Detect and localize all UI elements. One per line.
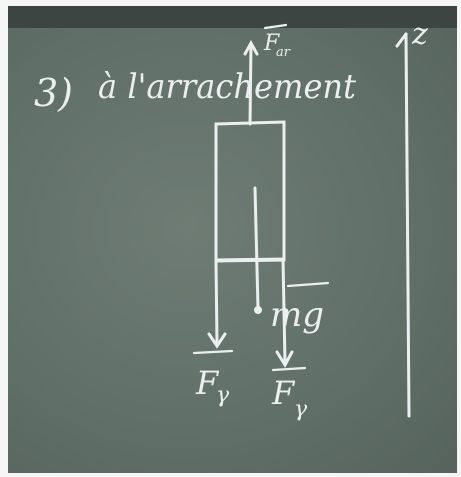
force-gamma-left-shaft	[214, 259, 219, 346]
force-gamma-right-subscript: γ	[294, 397, 308, 422]
center-of-mass-dot	[254, 306, 262, 314]
board-top-edge	[8, 6, 457, 28]
z-axis-line	[404, 32, 411, 418]
z-axis-label: z	[411, 17, 428, 52]
force-gamma-right-arrowhead	[275, 350, 294, 369]
z-axis-arrowhead	[395, 32, 408, 48]
chalkboard-photo: 3) à l'arrachement z F ar mg F γ F γ	[8, 6, 457, 473]
heading-number: 3)	[34, 71, 73, 115]
force-gamma-left-letter: F	[195, 364, 220, 402]
force-gamma-left-subscript: γ	[216, 383, 230, 408]
force-gamma-left-arrowhead	[207, 332, 227, 349]
force-ar-letter: F	[263, 31, 280, 56]
vector-bar-far	[263, 23, 288, 30]
force-gamma-right-letter: F	[271, 374, 296, 412]
force-ar-arrow-shaft	[248, 42, 253, 126]
vector-bar-fgamma-right	[271, 366, 307, 372]
chalkboard-surface	[8, 28, 457, 473]
heading-text: à l'arrachement	[98, 67, 356, 107]
vector-bar-mg	[286, 281, 330, 288]
plate-bottom-line	[214, 257, 286, 262]
chalk-drawing: 3) à l'arrachement z F ar mg F γ F γ	[34, 17, 428, 422]
force-ar-subscript: ar	[276, 45, 291, 60]
plate-outline	[214, 120, 286, 263]
plate-center-line	[253, 186, 260, 310]
vector-bar-fgamma-left	[192, 349, 234, 355]
force-ar-arrowhead	[243, 39, 259, 56]
force-gamma-right-shaft	[281, 257, 287, 365]
weight-label: mg	[270, 295, 324, 335]
